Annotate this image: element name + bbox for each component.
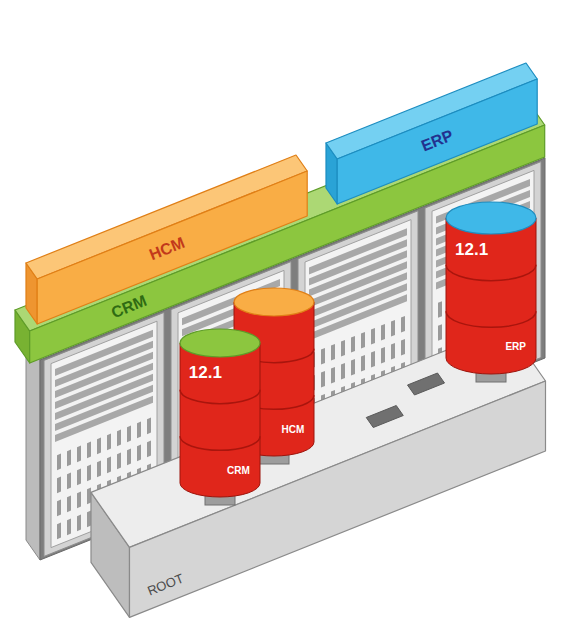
database-name: CRM: [227, 465, 250, 477]
database-name: ERP: [505, 341, 526, 353]
plug-slot: [366, 406, 403, 428]
drive-slot: [57, 500, 61, 517]
pluggable-database: 12.1CRM: [180, 329, 260, 505]
drive-slot: [67, 519, 71, 536]
cylinder-cap: [446, 202, 536, 234]
drive-slot: [87, 442, 91, 459]
disk-divider: [180, 389, 260, 403]
drive-slot: [117, 430, 121, 447]
cylinder-cap: [234, 288, 314, 316]
drive-slot: [361, 332, 365, 349]
drive-slot: [57, 477, 61, 494]
plug-slot: [408, 373, 445, 395]
drive-slot: [77, 446, 81, 463]
drive-slot: [381, 324, 385, 341]
drive-slot: [361, 355, 365, 372]
drive-slot: [107, 434, 111, 451]
drive-slot: [321, 348, 325, 365]
drive-slot: [381, 347, 385, 364]
drive-slot: [321, 371, 325, 388]
drive-slot: [371, 328, 375, 345]
drive-slot: [401, 316, 405, 333]
drive-slot: [341, 340, 345, 357]
drive-slot: [438, 324, 442, 341]
drive-slot: [107, 457, 111, 474]
drive-slot: [57, 523, 61, 540]
disk-divider: [234, 348, 314, 362]
drive-slot: [57, 454, 61, 471]
drive-slot: [97, 461, 101, 478]
drive-slot: [67, 450, 71, 467]
pluggable-database: 12.1ERP: [446, 202, 536, 382]
drive-slot: [341, 363, 345, 380]
drive-slot: [331, 344, 335, 361]
drive-slot: [438, 301, 442, 318]
drive-slot: [391, 343, 395, 360]
version-number: 12.1: [455, 240, 488, 260]
drive-slot: [371, 351, 375, 368]
rack-side: [26, 340, 40, 560]
drive-slot: [77, 492, 81, 509]
cylinder-body: [234, 302, 314, 456]
cylinder-outline: [446, 202, 536, 382]
drive-slot: [67, 496, 71, 513]
drive-slot: [77, 515, 81, 532]
database-name: HCM: [281, 424, 304, 436]
cylinder-body: [446, 218, 536, 374]
drive-slot: [147, 418, 151, 435]
drive-slot: [137, 422, 141, 439]
root-container: ROOT12.1CRMHCM12.1ERP: [89, 201, 548, 619]
drive-slot: [127, 449, 131, 466]
drive-slot: [391, 320, 395, 337]
version-number: 12.1: [189, 363, 222, 383]
drive-slot: [147, 441, 151, 458]
drive-slot: [117, 453, 121, 470]
cylinder-outline: [180, 329, 260, 505]
drive-slot: [351, 359, 355, 376]
drive-slot: [127, 426, 131, 443]
cylinder-body: [180, 343, 260, 497]
drive-slot: [401, 339, 405, 356]
disk-divider: [234, 395, 314, 409]
drive-slot: [87, 465, 91, 482]
drive-slot: [331, 367, 335, 384]
disk-divider: [180, 436, 260, 450]
drive-slot: [351, 336, 355, 353]
drive-slot: [137, 445, 141, 462]
drive-slot: [97, 438, 101, 455]
cylinder-cap: [180, 329, 260, 357]
drive-slot: [77, 469, 81, 486]
disk-divider: [446, 265, 536, 281]
application-slab: ERP: [324, 61, 539, 206]
disk-divider: [446, 311, 536, 327]
drive-slot: [67, 473, 71, 490]
